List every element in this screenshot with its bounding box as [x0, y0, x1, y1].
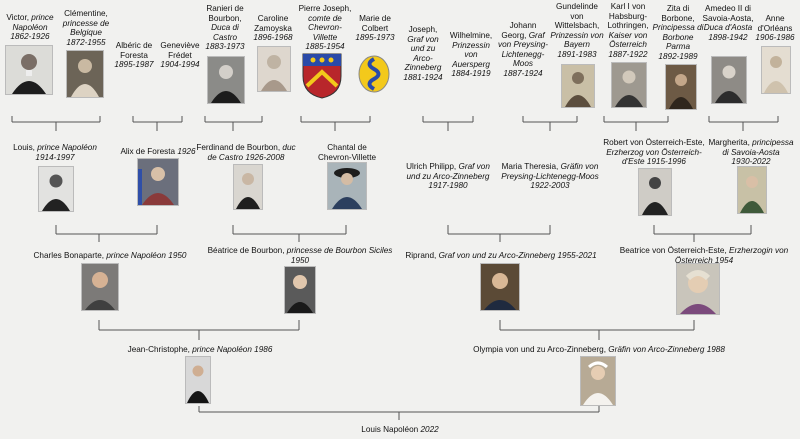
- coat-of-arms-colbert: [357, 54, 391, 94]
- portrait-ferdinand: [233, 164, 263, 210]
- person-olympia: Olympia von und zu Arco-Zinneberg, Gräfi…: [473, 345, 725, 354]
- portrait-margherita: [737, 166, 767, 214]
- person-charles: Charles Bonaparte, prince Napoléon 1950: [33, 251, 187, 260]
- portrait-victor: [5, 45, 53, 95]
- person-jean-christophe: Jean-Christophe, prince Napoléon 1986: [127, 345, 273, 354]
- portrait-amedeo: [711, 56, 747, 104]
- portrait-riprand: [480, 263, 520, 311]
- person-beatrice-oe: Beatrice von Österreich-Este, Erzherzogi…: [619, 246, 789, 265]
- portrait-olympia: [580, 356, 616, 406]
- person-riprand: Riprand, Graf von und zu Arco-Zinneberg …: [405, 251, 597, 260]
- portrait-clementine: [66, 50, 104, 98]
- person-zita: Zita di Borbone, Principessa di Borbone …: [652, 4, 704, 61]
- person-beatrice-bourbon: Béatrice de Bourbon, princesse de Bourbo…: [207, 246, 393, 265]
- person-johann: Johann Georg, Graf von Preysing-Lichtene…: [497, 21, 549, 78]
- portrait-chantal: [327, 162, 367, 210]
- portrait-beatrice-oe: [676, 263, 720, 315]
- portrait-charles: [81, 263, 119, 311]
- person-robert: Robert von Österreich-Este, Erzherzog vo…: [603, 138, 705, 167]
- portrait-ranieri: [207, 56, 245, 104]
- portrait-gundelinde: [561, 64, 595, 108]
- person-louis-napoleon: Louis Napoléon 2022: [361, 425, 439, 434]
- person-ulrich: Ulrich Philipp, Graf von und zu Arco-Zin…: [406, 162, 490, 191]
- person-gundelinde: Gundelinde von Wittelsbach, Prinzessin v…: [550, 2, 604, 59]
- portrait-karl: [611, 62, 647, 108]
- portrait-jean-christophe: [185, 356, 211, 404]
- portrait-robert: [638, 168, 672, 216]
- portrait-anne: [761, 46, 791, 94]
- portrait-caroline: [257, 46, 291, 92]
- person-karl: Karl I von Habsburg-Lothringen, Kaiser v…: [607, 2, 649, 59]
- coat-of-arms-chevron-villette: [301, 52, 343, 100]
- portrait-louis: [38, 166, 74, 212]
- portrait-alix: [137, 158, 179, 206]
- person-ferdinand: Ferdinand de Bourbon, duc de Castro 1926…: [196, 143, 296, 162]
- portrait-zita: [665, 64, 697, 110]
- person-maria-theresia: Maria Theresia, Gräfin von Preysing-Lich…: [501, 162, 599, 191]
- person-alix: Alix de Foresta 1926: [120, 147, 196, 156]
- portrait-beatrice-bourbon: [284, 266, 316, 314]
- person-pierre: Pierre Joseph, comte de Chevron-Villette…: [298, 4, 352, 52]
